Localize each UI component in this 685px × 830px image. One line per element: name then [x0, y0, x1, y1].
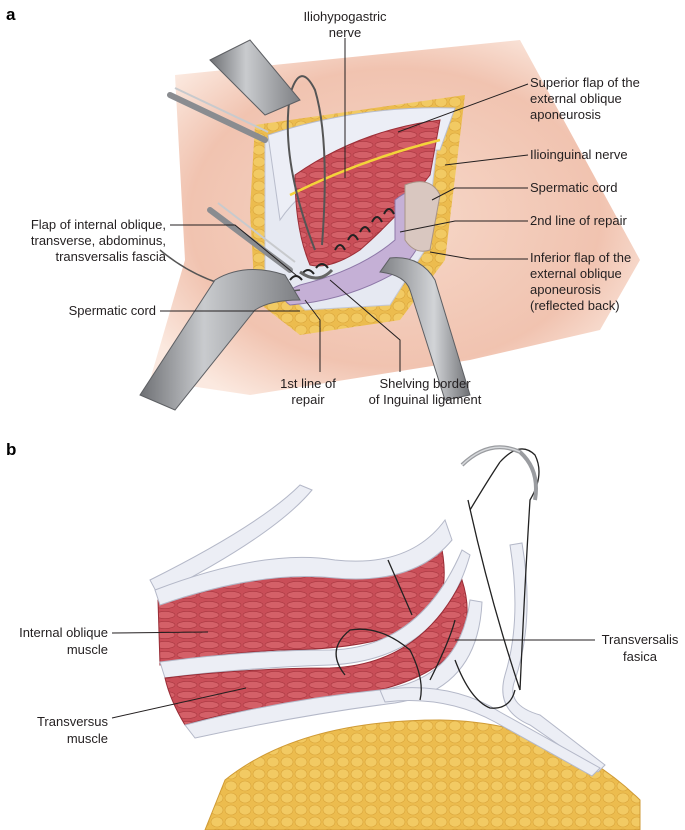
fat-layer — [204, 719, 641, 830]
ilioinguinal-nerve — [289, 138, 441, 197]
transversalis-fascia — [184, 599, 483, 739]
inferior-flap — [404, 181, 441, 252]
panel-b-labels: Internal oblique muscle Transversus musc… — [19, 625, 679, 746]
label-spermatic-cord-left: Spermatic cord — [69, 303, 156, 318]
label-transversalis-1: Transversalis — [602, 632, 679, 647]
panel-a-letter: a — [6, 5, 16, 24]
panel-b-leaders — [111, 631, 595, 719]
label-superior-flap-2: external oblique — [530, 91, 622, 106]
forceps — [167, 87, 296, 273]
label-first-line-2: repair — [291, 392, 325, 407]
panel-a-leaders — [160, 38, 529, 372]
label-iliohypogastric-2: nerve — [329, 25, 362, 40]
internal-oblique-muscle — [294, 119, 441, 267]
label-shelving-2: of Inguinal ligament — [369, 392, 482, 407]
label-shelving-1: Shelving border — [379, 376, 471, 391]
lower-sheet — [379, 687, 601, 777]
label-inferior-flap-4: (reflected back) — [530, 298, 620, 313]
panel-b-letter: b — [6, 440, 16, 459]
label-flap-internal-2: transverse, abdominus, — [31, 233, 166, 248]
label-superior-flap-3: aponeurosis — [530, 107, 601, 122]
label-iliohypogastric-1: Iliohypogastric — [303, 9, 387, 24]
needle-highlight — [461, 446, 521, 466]
label-second-line: 2nd line of repair — [530, 213, 628, 228]
fascia-strand-top — [149, 484, 313, 596]
left-retractor — [139, 269, 301, 411]
label-transversus-2: muscle — [67, 731, 108, 746]
fascia-between — [159, 549, 471, 679]
panel-a-illustration — [139, 39, 640, 411]
suture-thread — [286, 75, 326, 251]
panel-a-labels: Iliohypogastric nerve Superior flap of t… — [31, 9, 640, 407]
label-internal-oblique-2: muscle — [67, 642, 108, 657]
label-transversus-1: Transversus — [37, 714, 109, 729]
label-spermatic-cord-right: Spermatic cord — [530, 180, 617, 195]
reflected-strand — [502, 542, 606, 773]
panel-b-sutures — [335, 448, 540, 709]
fascia-above-muscle — [154, 518, 453, 606]
label-inferior-flap-3: aponeurosis — [530, 282, 601, 297]
label-flap-internal-3: transversalis fascia — [55, 249, 166, 264]
label-internal-oblique-1: Internal oblique — [19, 625, 108, 640]
right-retractor — [379, 257, 471, 401]
label-ilioinguinal: Ilioinguinal nerve — [530, 147, 628, 162]
label-flap-internal-1: Flap of internal oblique, — [31, 217, 166, 232]
upper-retractor — [209, 39, 301, 116]
label-first-line-1: 1st line of — [280, 376, 336, 391]
label-transversalis-2: fasica — [623, 649, 658, 664]
label-inferior-flap-1: Inferior flap of the — [530, 250, 631, 265]
panel-b-illustration — [149, 445, 641, 830]
label-inferior-flap-2: external oblique — [530, 266, 622, 281]
label-superior-flap-1: Superior flap of the — [530, 75, 640, 90]
needle — [299, 268, 334, 280]
